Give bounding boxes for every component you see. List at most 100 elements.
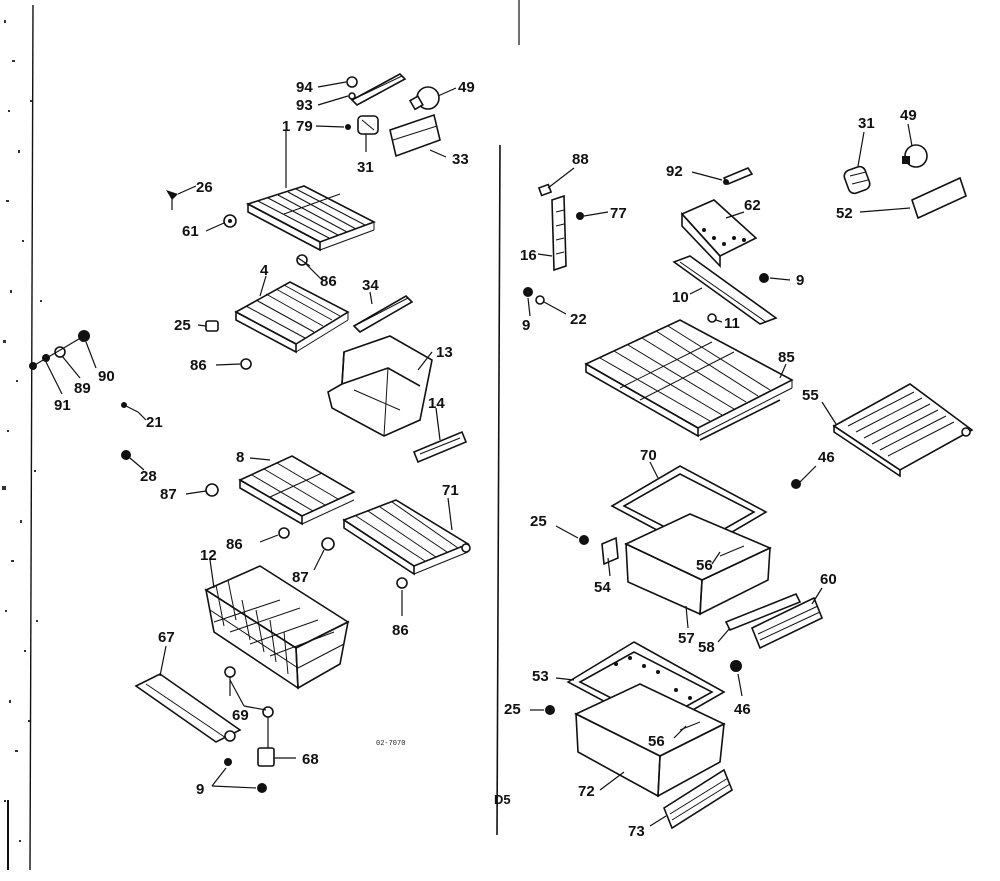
callout-9-a: 9	[196, 781, 204, 798]
callout-58: 58	[698, 639, 715, 656]
callout-31-left: 31	[357, 159, 374, 176]
part-lamp-shield-left	[389, 113, 441, 158]
center-divider-line	[496, 144, 501, 836]
part-pin-92	[722, 167, 754, 185]
part-lamp-bulb-right	[902, 144, 928, 168]
callout-10: 10	[672, 289, 689, 306]
part-nut-9c	[759, 273, 769, 283]
part-rail-58	[724, 592, 802, 632]
callout-72: 72	[578, 783, 595, 800]
part-bracket-25a	[205, 320, 219, 332]
callout-91: 91	[54, 397, 71, 414]
part-clip-87b	[321, 537, 335, 551]
scan-noise	[2, 20, 42, 842]
page-ref: D5	[494, 792, 511, 807]
part-cam-68	[257, 706, 275, 767]
callout-56-b: 56	[648, 733, 665, 750]
part-divider-54	[601, 536, 619, 566]
callout-89: 89	[74, 380, 91, 397]
part-socket-right	[843, 165, 871, 195]
callout-25-c: 25	[504, 701, 521, 718]
callout-87-a: 87	[160, 486, 177, 503]
callout-25-a: 25	[174, 317, 191, 334]
callout-92: 92	[666, 163, 683, 180]
part-shelf-1	[245, 185, 376, 252]
callout-86-a: 86	[320, 273, 337, 290]
part-shelf-85	[584, 319, 794, 441]
part-bracket-25c	[545, 705, 555, 715]
part-bin-13	[327, 335, 433, 437]
part-basket-12	[204, 565, 350, 690]
callout-55: 55	[802, 387, 819, 404]
part-screw-28	[121, 450, 131, 460]
part-bracket-16	[537, 183, 567, 272]
callout-93: 93	[296, 97, 313, 114]
callout-70: 70	[640, 447, 657, 464]
callout-49-right: 49	[900, 107, 917, 124]
callout-69: 69	[232, 707, 249, 724]
callout-46-b: 46	[734, 701, 751, 718]
part-hinge-group	[29, 330, 90, 370]
part-clip-86d	[396, 577, 408, 589]
part-clip-86b	[240, 358, 252, 370]
callout-11: 11	[724, 315, 740, 332]
part-nut-9a	[224, 758, 267, 793]
left-margin-line	[29, 4, 34, 871]
callout-22: 22	[570, 311, 587, 328]
part-lamp-shield-right	[911, 176, 967, 220]
part-screw-77	[576, 212, 584, 220]
callout-53: 53	[532, 668, 549, 685]
callout-86-d: 86	[392, 622, 409, 639]
part-bin-clip-14	[412, 430, 468, 464]
part-nut-61	[223, 214, 237, 228]
part-crisper-pan-57	[624, 513, 772, 616]
part-socket-left	[345, 115, 379, 135]
callout-62: 62	[744, 197, 761, 214]
callout-67: 67	[158, 629, 175, 646]
callout-71: 71	[442, 482, 459, 499]
callout-87-b: 87	[292, 569, 309, 586]
part-tray-55	[832, 383, 974, 478]
callout-34: 34	[362, 277, 379, 294]
part-screws-22	[523, 287, 545, 305]
part-nut-46b	[730, 660, 742, 672]
part-nut-46a	[791, 479, 801, 489]
part-trim-rail	[346, 73, 407, 106]
callout-56-a: 56	[696, 557, 713, 574]
part-bucket-62	[680, 199, 758, 269]
callout-73: 73	[628, 823, 645, 840]
callout-86-c: 86	[226, 536, 243, 553]
callout-79: 79	[296, 118, 313, 135]
callout-8: 8	[236, 449, 244, 466]
callout-28: 28	[140, 468, 157, 485]
callout-54: 54	[594, 579, 611, 596]
part-bracket-25b	[579, 535, 589, 545]
callout-13: 13	[436, 344, 453, 361]
callout-16: 16	[520, 247, 537, 264]
callout-61: 61	[182, 223, 199, 240]
drawing-id: 02-7070	[376, 740, 405, 748]
part-shelf-71	[342, 499, 471, 576]
part-shelf-8	[238, 455, 356, 526]
part-trim-34	[352, 295, 414, 333]
callout-88: 88	[572, 151, 589, 168]
part-rail-67	[134, 673, 242, 743]
part-pin-21	[121, 402, 139, 413]
part-clip-86a	[296, 254, 311, 267]
callout-68: 68	[302, 751, 319, 768]
callout-1: 1	[282, 118, 290, 135]
callout-57: 57	[678, 630, 695, 647]
callout-90: 90	[98, 368, 115, 385]
callout-26: 26	[196, 179, 213, 196]
callout-33: 33	[452, 151, 469, 168]
callout-9-b: 9	[522, 317, 530, 334]
part-shelf-4	[234, 281, 350, 354]
part-rail-10	[672, 255, 778, 325]
callout-46-a: 46	[818, 449, 835, 466]
callout-85: 85	[778, 349, 795, 366]
callout-31-right: 31	[858, 115, 875, 132]
callout-labels: 94 93 79 49 31 33 1 26 61 86 4 34 25 86 …	[54, 79, 917, 840]
callout-12: 12	[200, 547, 217, 564]
callout-21: 21	[146, 414, 163, 431]
